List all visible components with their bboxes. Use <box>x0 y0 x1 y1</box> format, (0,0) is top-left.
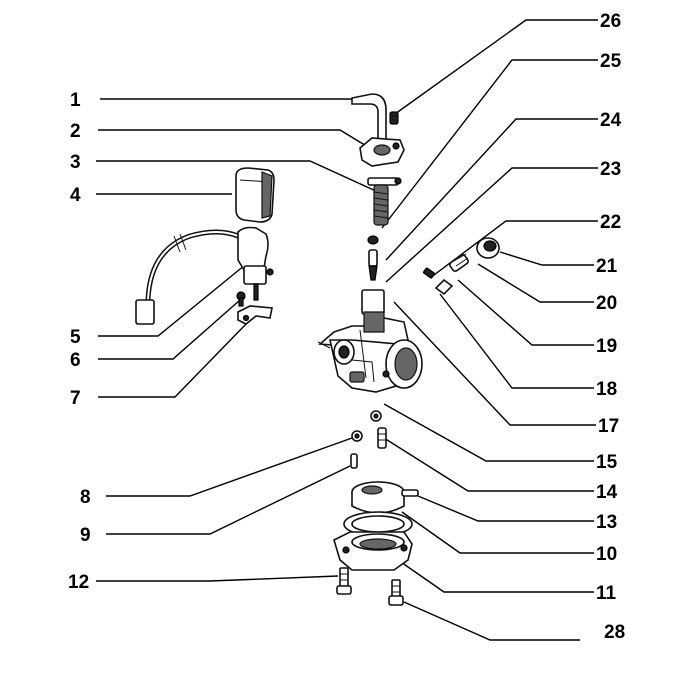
leader-12 <box>96 575 339 582</box>
part-throttle-spring <box>367 177 402 226</box>
part-needle <box>368 249 378 281</box>
part-inlet-elbow <box>351 93 387 141</box>
callout-3: 3 <box>70 152 81 173</box>
leader-2 <box>98 129 369 148</box>
leader-6 <box>98 299 241 360</box>
part-needle-clip <box>367 235 379 245</box>
leader-10 <box>401 511 594 554</box>
leader-1 <box>100 98 361 103</box>
part-float-bowl <box>333 531 413 571</box>
leader-15 <box>383 403 594 462</box>
callout-28: 28 <box>604 622 625 643</box>
part-main-jet <box>377 427 387 449</box>
part-screw-6 <box>236 291 246 307</box>
leader-21 <box>499 251 594 266</box>
callout-18: 18 <box>596 379 617 400</box>
leader-11 <box>397 559 594 593</box>
leader-13 <box>417 495 594 522</box>
leader-3 <box>96 160 379 193</box>
part-o-ring-15 <box>370 410 382 422</box>
part-idle-screw-set <box>422 237 500 296</box>
callout-14: 14 <box>596 482 618 503</box>
part-rubber-cap <box>235 167 275 223</box>
callout-1: 1 <box>70 90 81 111</box>
leader-25 <box>381 59 598 229</box>
part-o-ring-8 <box>351 430 363 442</box>
part-gasket <box>343 511 413 537</box>
leader-20 <box>477 263 594 303</box>
leader-lines <box>96 19 598 641</box>
part-electric-choke <box>135 226 274 325</box>
part-float <box>351 481 419 514</box>
leader-17 <box>393 301 596 426</box>
leader-26 <box>394 19 598 115</box>
part-screw-12 <box>336 567 352 595</box>
callout-4: 4 <box>70 185 81 206</box>
callout-15: 15 <box>596 452 618 473</box>
part-carburetor-body <box>317 289 423 393</box>
callout-20: 20 <box>596 293 617 314</box>
callout-6: 6 <box>70 350 81 371</box>
leader-23 <box>385 167 598 283</box>
callout-17: 17 <box>598 416 619 437</box>
leader-8 <box>106 437 353 497</box>
callout-22: 22 <box>600 212 621 233</box>
leader-7 <box>98 321 249 398</box>
leader-14 <box>383 437 594 492</box>
leader-19 <box>457 279 594 346</box>
callout-19: 19 <box>596 336 617 357</box>
leader-5 <box>98 264 246 337</box>
callout-24: 24 <box>600 110 622 131</box>
part-screw-28 <box>388 579 404 606</box>
leader-28 <box>403 601 580 641</box>
callout-labels: 1 2 3 4 5 6 7 8 9 12 26 25 24 23 22 21 2… <box>68 11 625 643</box>
part-screw-9 <box>350 453 358 469</box>
callout-25: 25 <box>600 51 622 72</box>
part-small-screw <box>389 111 399 125</box>
leader-9 <box>106 465 351 535</box>
part-top-cover <box>359 137 405 167</box>
callout-9: 9 <box>80 525 91 546</box>
leader-24 <box>385 118 598 261</box>
callout-2: 2 <box>70 121 81 142</box>
callout-13: 13 <box>596 512 617 533</box>
callout-26: 26 <box>600 11 621 32</box>
callout-21: 21 <box>596 256 618 277</box>
part-bracket <box>237 305 273 325</box>
leader-18 <box>439 293 594 389</box>
callout-7: 7 <box>70 388 81 409</box>
callout-11: 11 <box>596 583 617 604</box>
callout-23: 23 <box>600 159 621 180</box>
callout-8: 8 <box>80 487 91 508</box>
callout-10: 10 <box>596 544 617 565</box>
callout-12: 12 <box>68 572 89 593</box>
callout-5: 5 <box>70 327 81 348</box>
